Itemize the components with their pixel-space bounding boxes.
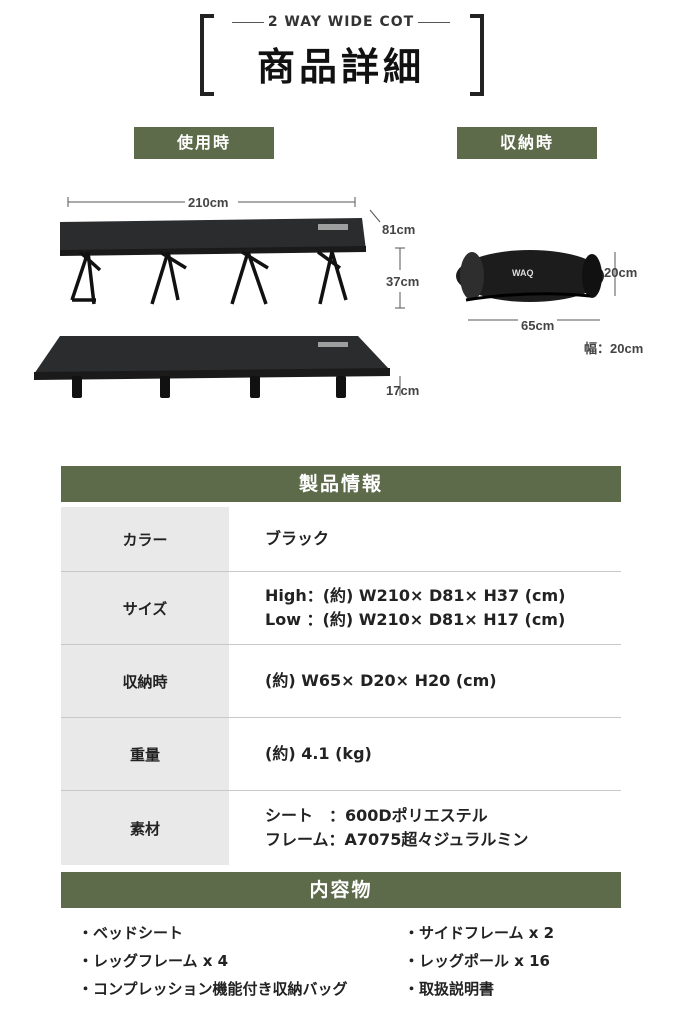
subtitle-line-left [232,22,264,23]
contents-item: ・レッグポール x 16 [404,952,550,970]
spec-row-size: サイズ High：(約) W210× D81× H37 (cm) Low ：(約… [61,572,621,645]
page-title: 商品詳細 [256,45,425,89]
spec-value: シート ：600Dポリエステル [265,806,488,825]
bag-width-dim: 幅：20cm [584,341,644,356]
bag-logo: WAQ [512,268,534,278]
high-height-dim: 37cm [386,274,420,289]
spec-label: 収納時 [61,645,229,717]
bag-height-dim: 20cm [604,265,638,280]
contents-item: ・取扱説明書 [404,980,495,998]
contents-item: ・コンプレッション機能付き収納バッグ [78,980,348,998]
spec-row-color: カラー ブラック [61,507,621,572]
header-subtitle: 2 WAY WIDE COT [267,14,415,30]
contents-item: ・サイドフレーム x 2 [404,924,555,942]
high-cot [60,218,366,305]
low-height-dim: 17cm [386,383,420,398]
depth-dim: 81cm [382,222,416,237]
spec-label: 重量 [61,718,229,790]
spec-label: サイズ [61,572,229,644]
spec-label: カラー [61,507,229,571]
in-use-tag: 使用時 [134,127,274,159]
product-info-header: 製品情報 [61,466,621,502]
storage-bag [456,250,616,321]
low-cot [34,336,390,398]
left-bracket [200,14,214,96]
spec-value: (約) 4.1 (kg) [265,744,372,763]
contents-item: ・レッグフレーム x 4 [78,952,229,970]
product-illustration [34,197,616,398]
contents-item: ・ベッドシート [78,924,184,942]
spec-row-stored: 収納時 (約) W65× D20× H20 (cm) [61,645,621,718]
bag-length-dim: 65cm [518,318,558,333]
spec-value: (約) W65× D20× H20 (cm) [265,671,497,690]
stored-tag: 収納時 [457,127,597,159]
subtitle-line-right [418,22,450,23]
length-dim: 210cm [188,195,229,210]
spec-value: High：(約) W210× D81× H37 (cm) [265,586,566,605]
spec-value: フレーム：A7075超々ジュラルミン [265,830,529,849]
spec-row-material: 素材 シート ：600Dポリエステル フレーム：A7075超々ジュラルミン [61,791,621,865]
spec-row-weight: 重量 (約) 4.1 (kg) [61,718,621,791]
spec-label: 素材 [61,791,229,865]
spec-value: ブラック [265,529,330,548]
spec-value: Low ：(約) W210× D81× H17 (cm) [265,610,566,629]
right-bracket [470,14,484,96]
contents-header: 内容物 [61,872,621,908]
